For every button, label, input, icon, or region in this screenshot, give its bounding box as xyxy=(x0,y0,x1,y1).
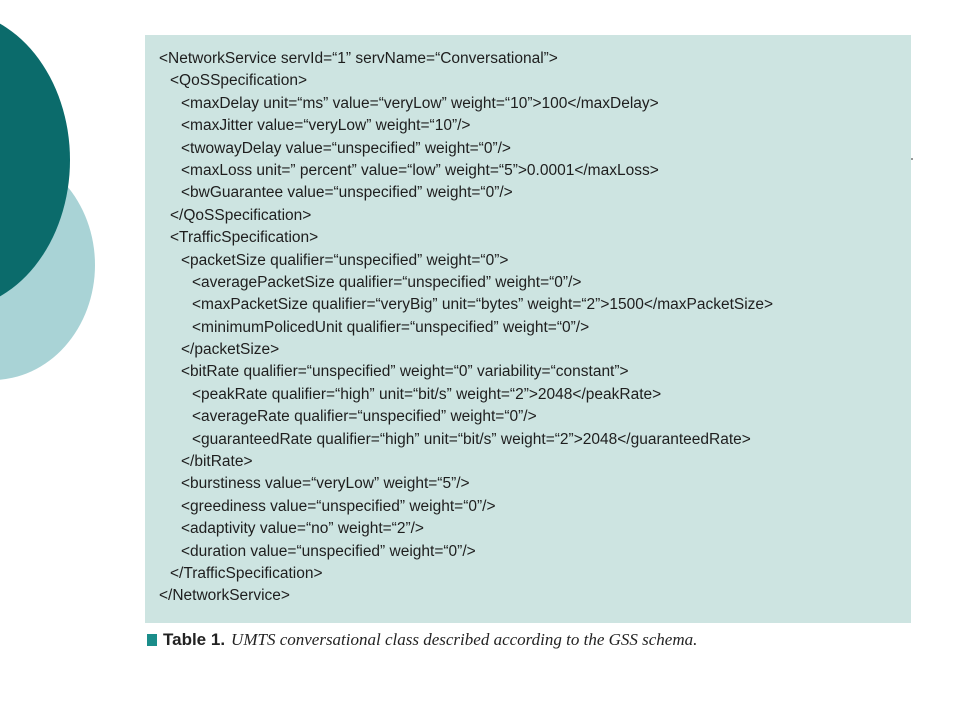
code-line: <greediness value=“unspecified” weight=“… xyxy=(181,497,496,515)
code-line: <maxLoss unit=” percent” value=“low” wei… xyxy=(181,161,659,179)
code-line: </NetworkService> xyxy=(159,587,290,605)
code-line: <duration value=“unspecified” weight=“0”… xyxy=(181,542,476,560)
square-bullet-icon xyxy=(147,634,157,646)
code-line: <peakRate qualifier=“high” unit=“bit/s” … xyxy=(192,385,662,403)
stray-mark xyxy=(911,158,913,160)
code-line: <maxDelay unit=“ms” value=“veryLow” weig… xyxy=(181,94,659,112)
code-line: <TrafficSpecification> xyxy=(170,229,319,247)
code-line: <adaptivity value=“no” weight=“2”/> xyxy=(181,520,424,538)
code-line: </QoSSpecification> xyxy=(170,206,312,224)
code-line: <QoSSpecification> xyxy=(170,72,308,90)
code-line: <minimumPolicedUnit qualifier=“unspecifi… xyxy=(192,318,590,336)
xml-code-lines: <NetworkService servId=“1” servName=“Con… xyxy=(159,48,773,608)
code-line: </TrafficSpecification> xyxy=(170,564,323,582)
code-line: <averagePacketSize qualifier=“unspecifie… xyxy=(192,273,582,291)
code-line: </packetSize> xyxy=(181,341,280,359)
code-line: <maxPacketSize qualifier=“veryBig” unit=… xyxy=(192,296,774,314)
code-line: <bitRate qualifier=“unspecified” weight=… xyxy=(181,363,629,381)
code-line: <burstiness value=“veryLow” weight=“5”/> xyxy=(181,475,470,493)
caption-text: UMTS conversational class described acco… xyxy=(231,630,698,649)
code-line: <twowayDelay value=“unspecified” weight=… xyxy=(181,139,511,157)
code-line: </bitRate> xyxy=(181,453,253,471)
xml-code-panel: <NetworkService servId=“1” servName=“Con… xyxy=(145,35,911,623)
caption-label: Table 1. xyxy=(163,630,226,649)
code-line: <bwGuarantee value=“unspecified” weight=… xyxy=(181,184,513,202)
table-caption: Table 1. UMTS conversational class descr… xyxy=(147,629,697,651)
code-line: <maxJitter value=“veryLow” weight=“10”/> xyxy=(181,117,471,135)
code-line: <packetSize qualifier=“unspecified” weig… xyxy=(181,251,509,269)
code-line: <averageRate qualifier=“unspecified” wei… xyxy=(192,408,537,426)
code-line: <NetworkService servId=“1” servName=“Con… xyxy=(159,50,558,67)
code-line: <guaranteedRate qualifier=“high” unit=“b… xyxy=(192,430,751,448)
